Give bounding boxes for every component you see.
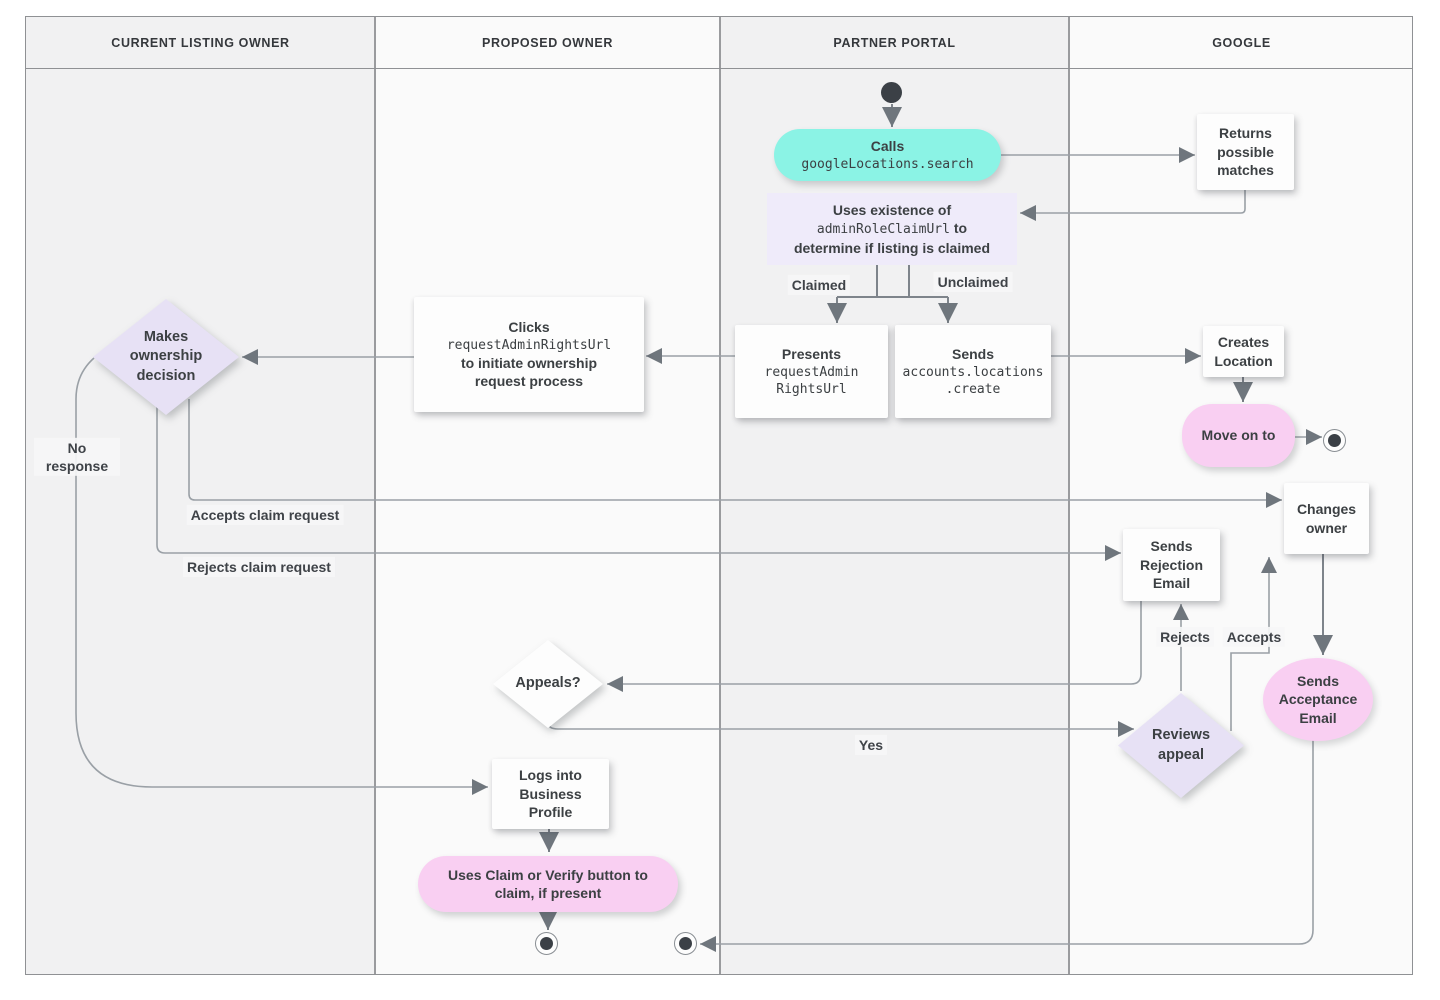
edge-label-rejects: Rejects	[1156, 626, 1214, 648]
end-node-dot	[1328, 434, 1341, 447]
node-code: accounts.locations	[902, 364, 1044, 380]
edge-rejects-claim	[156, 399, 1121, 561]
node-sends-accounts-locations-create: Sends accounts.locations .create	[895, 325, 1051, 418]
node-sends-acceptance-email: Sends Acceptance Email	[1263, 658, 1373, 741]
edge-appeals-yes-to-reviews	[547, 721, 1134, 737]
node-title: Clicks	[508, 319, 550, 336]
node-label: Logs into Business Profile	[519, 767, 582, 821]
node-title: Presents	[781, 346, 842, 363]
node-line: adminRoleClaimUrl to	[817, 219, 967, 238]
node-uses-existence-adminroleclaimurl: Uses existence of adminRoleClaimUrl to d…	[767, 193, 1017, 265]
node-changes-owner: Changes owner	[1284, 483, 1369, 554]
end-node	[1323, 429, 1346, 452]
node-line: to initiate ownership	[460, 354, 598, 371]
edge-accepts-claim	[188, 399, 1282, 508]
node-title: Calls	[870, 138, 905, 155]
edge-label-yes: Yes	[854, 734, 888, 756]
end-node-dot	[540, 937, 553, 950]
node-calls-googlelocations-search: Calls googleLocations.search	[774, 129, 1001, 181]
edge-acceptance-to-end	[700, 740, 1314, 952]
node-label: Makes ownership decision	[129, 328, 203, 384]
node-label: Uses Claim or Verify button to claim, if…	[448, 866, 648, 901]
swimlane-diagram: CURRENT LISTING OWNER PROPOSED OWNER PAR…	[25, 16, 1413, 975]
lane-current-listing-owner	[26, 17, 375, 974]
node-returns-possible-matches: Returns possible matches	[1197, 114, 1294, 190]
node-label: Sends Rejection Email	[1139, 538, 1203, 592]
node-clicks-requestadminrightsurl: Clicks requestAdminRightsUrl to initiate…	[414, 297, 644, 412]
node-code: RightsUrl	[776, 381, 847, 397]
lane-separator	[374, 17, 376, 974]
node-label: Changes owner	[1296, 501, 1357, 536]
edge-label-accepts: Accepts	[1222, 626, 1286, 648]
node-label: Reviews appeal	[1151, 726, 1211, 763]
node-appeals-decision: Appeals?	[493, 640, 603, 728]
node-code: requestAdmin	[764, 364, 859, 380]
lane-header-current-listing-owner: CURRENT LISTING OWNER	[111, 36, 290, 50]
node-line: request process	[474, 373, 584, 390]
node-label: Creates Location	[1214, 334, 1273, 369]
node-makes-ownership-decision: Makes ownership decision	[93, 299, 239, 415]
node-label: Move on to	[1201, 427, 1276, 444]
node-presents-requestadminrightsurl: Presents requestAdmin RightsUrl	[735, 325, 888, 418]
end-node-dot	[679, 937, 692, 950]
edge-no-response	[75, 357, 488, 795]
node-creates-location: Creates Location	[1203, 326, 1284, 377]
node-line: Uses existence of	[832, 201, 952, 218]
lane-separator	[1068, 17, 1070, 974]
edge-accepts-to-changes-owner	[1230, 557, 1277, 731]
node-sends-rejection-email: Sends Rejection Email	[1123, 529, 1220, 601]
lane-separator	[719, 17, 721, 974]
lane-header-proposed-owner: PROPOSED OWNER	[482, 36, 613, 50]
edge-returns-to-uses	[1020, 190, 1246, 221]
edge-label-unclaimed: Unclaimed	[933, 271, 1013, 293]
node-move-on-to: Move on to	[1182, 404, 1295, 467]
lane-header-row: CURRENT LISTING OWNER PROPOSED OWNER PAR…	[26, 17, 1412, 69]
node-label: Returns possible matches	[1217, 125, 1274, 179]
lane-header-partner-portal: PARTNER PORTAL	[833, 36, 956, 50]
edge-layer	[75, 104, 1333, 952]
lane-header-google: GOOGLE	[1212, 36, 1271, 50]
end-node	[674, 932, 697, 955]
edge-label-accepts-claim-request: Accepts claim request	[186, 504, 344, 526]
node-logs-into-business-profile: Logs into Business Profile	[492, 759, 609, 829]
node-line-suffix: to	[949, 220, 968, 237]
edge-rejection-to-appeals	[607, 601, 1142, 692]
node-uses-claim-or-verify: Uses Claim or Verify button to claim, if…	[418, 856, 678, 912]
edge-label-claimed: Claimed	[787, 274, 851, 296]
node-label: Appeals?	[515, 675, 581, 692]
edge-label-no-response: No response	[34, 437, 120, 477]
node-reviews-appeal: Reviews appeal	[1118, 693, 1244, 798]
node-line: determine if listing is claimed	[793, 239, 991, 256]
node-label: Sends Acceptance Email	[1278, 672, 1358, 726]
end-node	[535, 932, 558, 955]
node-code: adminRoleClaimUrl	[816, 222, 950, 238]
edge-label-rejects-claim-request: Rejects claim request	[183, 556, 335, 578]
node-title: Sends	[951, 346, 994, 363]
node-code: .create	[945, 381, 1001, 397]
start-node	[881, 82, 902, 103]
node-code: requestAdminRightsUrl	[446, 337, 612, 353]
node-code: googleLocations.search	[801, 156, 974, 172]
